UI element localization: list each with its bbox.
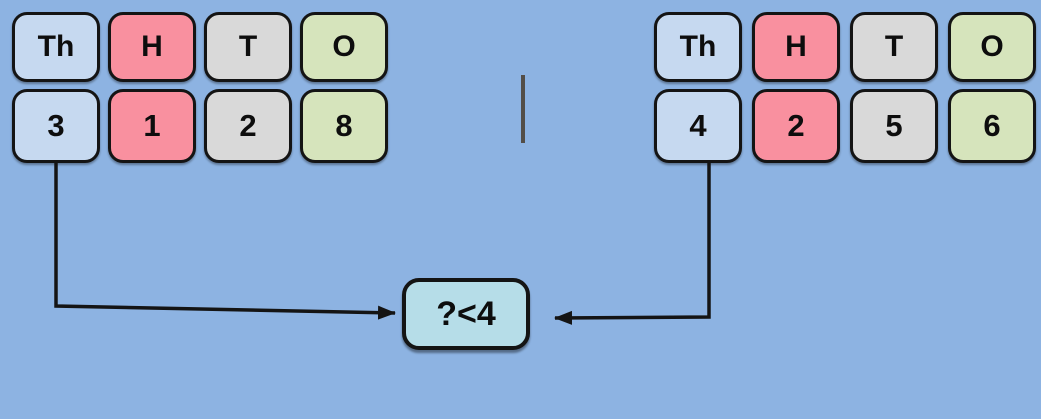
left-digit-hundreds: 1 xyxy=(108,89,196,163)
right-digit-tens: 5 xyxy=(850,89,938,163)
left-header-hundreds: H xyxy=(108,12,196,82)
right-thousands-arrow xyxy=(554,162,711,325)
left-digit-tens: 2 xyxy=(204,89,292,163)
right-digit-thousands: 4 xyxy=(654,89,742,163)
right-header-tens: T xyxy=(850,12,938,82)
left-header-ones: O xyxy=(300,12,388,82)
left-thousands-arrow xyxy=(54,162,396,320)
right-header-ones: O xyxy=(948,12,1036,82)
left-header-tens: T xyxy=(204,12,292,82)
right-digit-ones: 6 xyxy=(948,89,1036,163)
comparison-box: ?<4 xyxy=(402,278,530,350)
right-header-hundreds: H xyxy=(752,12,840,82)
right-digit-hundreds: 2 xyxy=(752,89,840,163)
right-header-thousands: Th xyxy=(654,12,742,82)
left-header-thousands: Th xyxy=(12,12,100,82)
divider-line xyxy=(521,75,525,143)
left-digit-thousands: 3 xyxy=(12,89,100,163)
left-digit-ones: 8 xyxy=(300,89,388,163)
